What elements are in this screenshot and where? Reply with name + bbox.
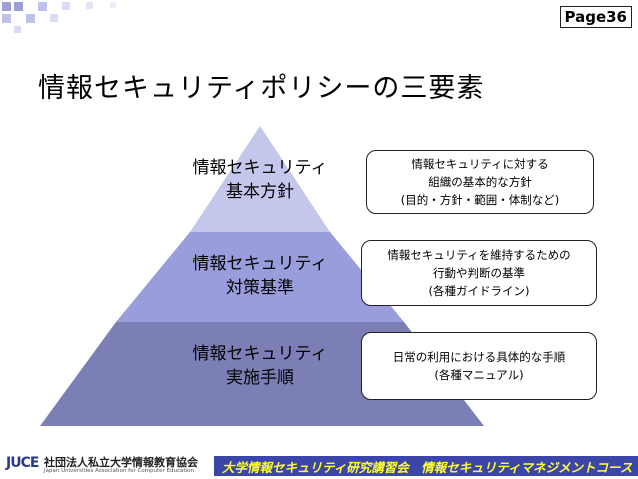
tier-description-standards: 情報セキュリティを維持するための 行動や判断の基準 (各種ガイドライン): [361, 240, 597, 306]
footer-bar: [214, 456, 638, 476]
tier-label-line2: 実施手順: [226, 368, 294, 388]
slide-title: 情報セキュリティポリシーの三要素: [38, 73, 485, 104]
description-line: 日常の利用における具体的な手順: [392, 350, 566, 364]
tier-label-line2: 対策基準: [226, 278, 294, 298]
tier-label-standards: 情報セキュリティ 対策基準: [190, 252, 330, 300]
pyramid-tier-middle: [116, 232, 404, 322]
description-line: (各種マニュアル): [434, 368, 524, 382]
description-line: (各種ガイドライン): [428, 284, 530, 298]
tier-label-line1: 情報セキュリティ: [192, 344, 328, 364]
page-number: Page36: [559, 6, 632, 28]
tier-label-procedures: 情報セキュリティ 実施手順: [190, 342, 330, 390]
description-line: 情報セキュリティに対する: [411, 157, 549, 171]
tier-label-line1: 情報セキュリティ: [192, 158, 328, 178]
tier-description-procedures: 日常の利用における具体的な手順 (各種マニュアル): [361, 332, 597, 400]
tier-label-basic-policy: 情報セキュリティ 基本方針: [190, 156, 330, 204]
logo-mark: JUCE: [6, 455, 39, 471]
logo-subtitle: Japan Universities Association for Compu…: [44, 468, 194, 474]
description-line: 組織の基本的な方針: [428, 175, 532, 189]
description-line: 行動や判断の基準: [433, 266, 525, 280]
tier-description-basic-policy: 情報セキュリティに対する 組織の基本的な方針 (目的・方針・範囲・体制など): [366, 150, 594, 214]
pyramid-tier-top: [190, 126, 330, 232]
logo-name: 社団法人私立大学情報教育協会: [44, 456, 198, 469]
tier-label-line1: 情報セキュリティ: [192, 254, 328, 274]
corner-decoration: [2, 2, 116, 33]
description-line: 情報セキュリティを維持するための: [387, 248, 571, 262]
course-name: 大学情報セキュリティ研究講習会 情報セキュリティマネジメントコース: [222, 460, 633, 475]
description-line: (目的・方針・範囲・体制など): [400, 193, 560, 207]
organization-logo: JUCE 社団法人私立大学情報教育協会 Japan Universities A…: [6, 454, 212, 478]
tier-label-line2: 基本方針: [226, 182, 294, 202]
